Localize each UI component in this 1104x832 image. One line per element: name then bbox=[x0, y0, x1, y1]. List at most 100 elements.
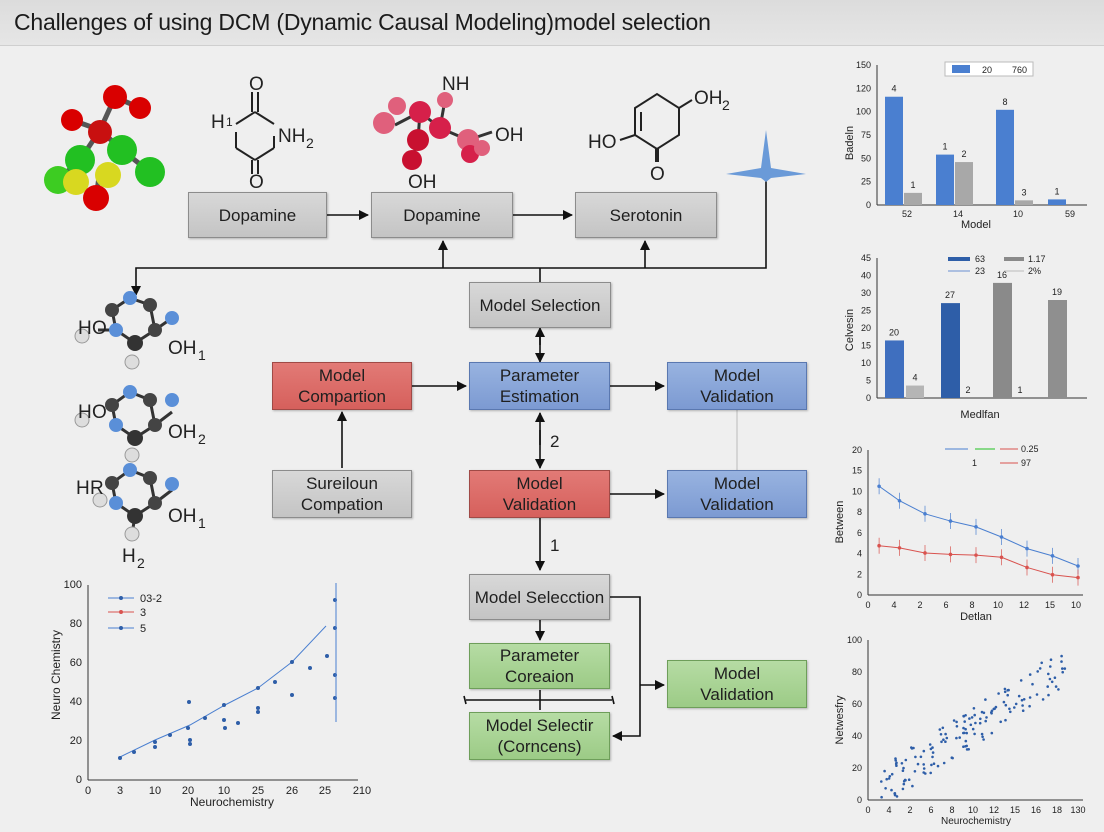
bar bbox=[904, 192, 922, 205]
y-tick-label: 100 bbox=[64, 579, 82, 591]
data-point bbox=[919, 755, 923, 759]
data-point bbox=[964, 739, 968, 743]
data-point bbox=[944, 732, 947, 736]
y-tick-label: 20 bbox=[852, 763, 862, 773]
x-axis-label: Detlan bbox=[960, 611, 992, 623]
data-label: 2 bbox=[965, 385, 970, 395]
data-point bbox=[188, 742, 192, 746]
data-point bbox=[980, 732, 984, 736]
data-point bbox=[929, 771, 932, 775]
x-tick-label: 10 bbox=[993, 600, 1003, 610]
data-point bbox=[962, 715, 966, 718]
data-label: 27 bbox=[945, 290, 955, 300]
model-validation-box-2[interactable]: Model Validation bbox=[667, 470, 807, 518]
parameter-coreaion-box[interactable]: Parameter Coreaion bbox=[469, 643, 610, 689]
x-tick-label: 15 bbox=[1010, 805, 1020, 815]
y-tick-label: 0 bbox=[866, 393, 871, 403]
data-point bbox=[922, 763, 925, 766]
y-tick-label: 2 bbox=[857, 569, 862, 579]
y-tick-label: 50 bbox=[861, 153, 871, 163]
legend-label: 3 bbox=[140, 607, 146, 619]
y-tick-label: 80 bbox=[852, 667, 862, 677]
data-point bbox=[894, 759, 897, 762]
title-bar: Challenges of using DCM (Dynamic Causal … bbox=[0, 0, 1104, 46]
data-point bbox=[895, 764, 898, 767]
model-validation-box-1[interactable]: Model Validation bbox=[667, 362, 807, 410]
x-tick-label: 10 bbox=[218, 785, 230, 797]
legend-label: 5 bbox=[140, 623, 146, 635]
bar bbox=[955, 162, 973, 205]
dopamine-box-1[interactable]: Dopamine bbox=[188, 192, 327, 238]
parameter-estimation-box[interactable]: Parameter Estimation bbox=[469, 362, 610, 410]
y-tick-label: 100 bbox=[856, 107, 871, 117]
model-selection-mid-box[interactable]: Model Selecction bbox=[469, 574, 610, 620]
x-tick-label: 3 bbox=[117, 785, 123, 797]
data-point bbox=[1057, 688, 1060, 691]
data-point bbox=[907, 778, 911, 781]
sureiloun-comparison-box[interactable]: Sureiloun Compation bbox=[272, 470, 412, 518]
data-label: 4 bbox=[912, 373, 917, 383]
star-icon bbox=[726, 130, 806, 182]
data-point bbox=[1046, 685, 1049, 688]
data-point bbox=[1022, 698, 1026, 701]
x-tick-label: 8 bbox=[949, 805, 954, 815]
dopamine-box-2[interactable]: Dopamine bbox=[371, 192, 513, 238]
data-point bbox=[965, 731, 968, 735]
x-tick-label: 8 bbox=[969, 600, 974, 610]
data-point bbox=[936, 764, 940, 768]
data-point bbox=[256, 706, 260, 710]
data-point bbox=[968, 717, 971, 720]
data-point bbox=[1047, 693, 1050, 697]
x-tick-label: 6 bbox=[943, 600, 948, 610]
data-point bbox=[1028, 704, 1031, 708]
data-point bbox=[939, 733, 943, 736]
data-point bbox=[1028, 673, 1032, 676]
model-validation-red-box[interactable]: Model Validation bbox=[469, 470, 610, 518]
legend-label: 0.25 bbox=[1021, 444, 1039, 454]
data-point bbox=[922, 771, 925, 774]
data-label: 8 bbox=[1002, 97, 1007, 107]
model-selection-top-box[interactable]: Model Selection bbox=[469, 282, 611, 328]
data-point bbox=[904, 758, 908, 762]
x-axis-label: Neurochemistry bbox=[190, 795, 274, 809]
data-point bbox=[962, 731, 965, 735]
y-tick-label: 6 bbox=[857, 528, 862, 538]
data-point bbox=[973, 732, 976, 736]
data-point bbox=[979, 717, 982, 721]
data-point bbox=[902, 782, 906, 786]
model-validation-green-box[interactable]: Model Validation bbox=[667, 660, 807, 708]
y-tick-label: 5 bbox=[866, 376, 871, 386]
data-point bbox=[1021, 704, 1024, 707]
data-label: 1 bbox=[910, 180, 915, 190]
model-selectir-box[interactable]: Model Selectir (Corncens) bbox=[469, 712, 610, 760]
bar bbox=[993, 282, 1012, 398]
y-tick-label: 120 bbox=[856, 83, 871, 93]
data-point bbox=[1061, 667, 1064, 670]
x-tick-label: 4 bbox=[886, 805, 891, 815]
serotonin-box[interactable]: Serotonin bbox=[575, 192, 717, 238]
model-comparison-box[interactable]: Model Compartion bbox=[272, 362, 412, 410]
data-point bbox=[187, 700, 191, 704]
bar bbox=[936, 154, 954, 205]
data-point bbox=[308, 666, 312, 670]
bar bbox=[1048, 300, 1067, 398]
x-tick-label: 2 bbox=[907, 805, 912, 815]
data-point bbox=[952, 719, 956, 722]
x-axis-label: Neurochemistry bbox=[941, 816, 1011, 827]
data-point bbox=[985, 716, 988, 719]
edge-label-2: 2 bbox=[550, 432, 560, 451]
x-tick-label: 10 bbox=[149, 785, 161, 797]
data-point bbox=[1003, 690, 1007, 694]
data-point bbox=[990, 712, 993, 715]
data-point bbox=[938, 728, 942, 731]
data-point bbox=[974, 721, 977, 725]
x-tick-label: 15 bbox=[1045, 600, 1055, 610]
data-label: 16 bbox=[997, 270, 1007, 280]
data-point bbox=[901, 769, 905, 772]
y-tick-label: 20 bbox=[852, 445, 862, 455]
y-axis-label: Between bbox=[834, 501, 846, 544]
data-point bbox=[188, 738, 192, 742]
data-label: 1 bbox=[1054, 186, 1059, 196]
data-point bbox=[970, 716, 974, 719]
